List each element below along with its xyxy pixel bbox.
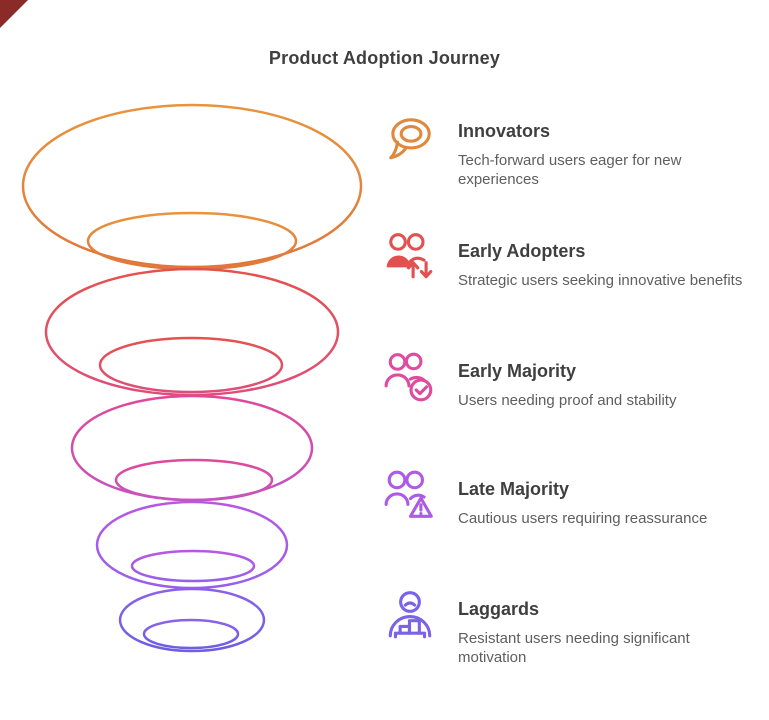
person-frown-chart-icon xyxy=(383,588,437,646)
stage-title: Early Majority xyxy=(458,361,577,381)
funnel-ring-laggards-inner xyxy=(142,618,240,650)
stage-description: Users needing proof and stability xyxy=(458,392,677,409)
users-up-down-arrows-icon xyxy=(383,230,437,288)
stage-description: Cautious users requiring reassurance xyxy=(458,510,708,527)
stage-description: Resistant users needing significant moti… xyxy=(458,630,690,666)
funnel-ring-innovators-big xyxy=(21,103,363,269)
users-warning-icon xyxy=(383,468,437,526)
page-title: Product Adoption Journey xyxy=(268,48,501,68)
stage-title: Late Majority xyxy=(458,479,570,499)
stage-item-laggards: Laggards Resistant users needing signifi… xyxy=(383,586,743,667)
chat-bubble-icon xyxy=(383,110,437,168)
stage-title: Laggards xyxy=(458,599,540,619)
stage-item-early-majority: Early Majority Users needing proof and s… xyxy=(383,348,743,410)
funnel-ring-late-majority-inner xyxy=(130,549,256,583)
stage-title: Early Adopters xyxy=(458,241,586,261)
stage-description: Strategic users seeking innovative benef… xyxy=(458,272,743,289)
corner-triangle-marker xyxy=(0,0,28,28)
users-check-icon xyxy=(383,350,437,408)
funnel-ring-laggards-big xyxy=(118,587,266,653)
stage-item-innovators: Innovators Tech-forward users eager for … xyxy=(383,108,743,189)
stage-item-late-majority: Late Majority Cautious users requiring r… xyxy=(383,466,743,528)
funnel-ring-innovators-inner xyxy=(86,211,298,271)
funnel-ring-early-majority-inner xyxy=(114,458,274,502)
stage-title: Innovators xyxy=(458,121,551,141)
funnel-ring-late-majority-big xyxy=(95,500,289,590)
funnel-ring-early-majority-big xyxy=(70,394,314,502)
funnel-ring-early-adopters-big xyxy=(44,267,340,397)
stage-item-early-adopters: Early Adopters Strategic users seeking i… xyxy=(383,228,743,290)
funnel-ring-early-adopters-inner xyxy=(98,336,284,394)
stage-description: Tech-forward users eager for new experie… xyxy=(458,152,682,188)
